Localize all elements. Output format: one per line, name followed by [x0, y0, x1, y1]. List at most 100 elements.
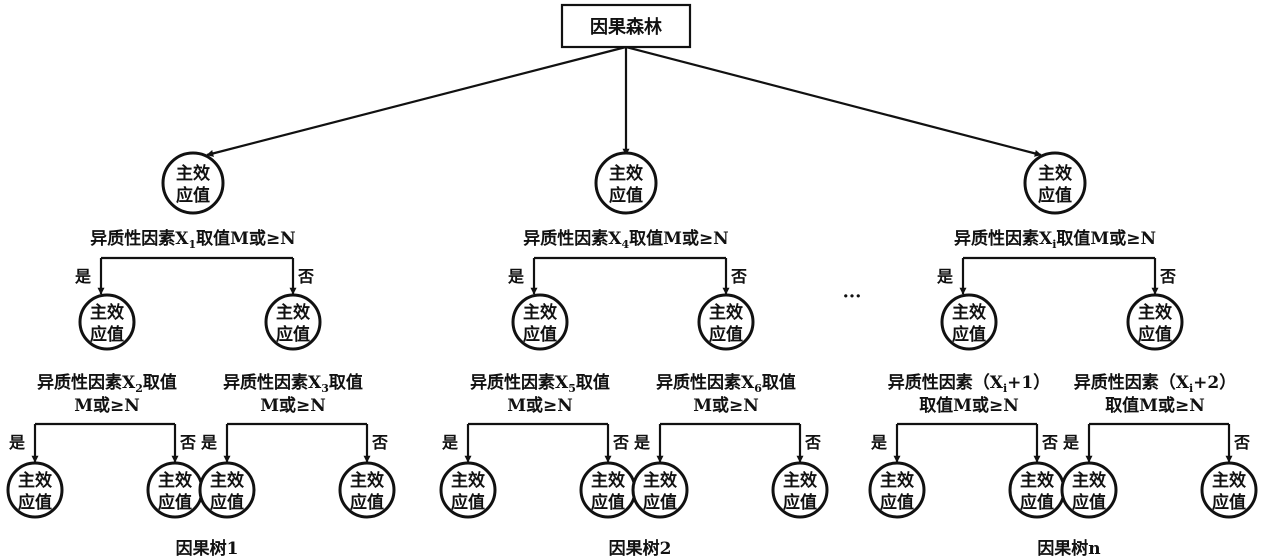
nodes-layer: 因果森林主效应值主效应值主效应值主效应值主效应值主效应值主效应值主效应值主效应值…: [6, 3, 1258, 519]
ellipsis: ···: [843, 286, 862, 307]
node-label-line1: 主效: [90, 302, 124, 323]
tree-3-l2-branch-1-no-label: 否: [1041, 433, 1058, 452]
tree-3-split-label: 异质性因素Xi取值M或≥N: [954, 228, 1156, 251]
tree-3-l2-branch-2-yes-label: 是: [1062, 433, 1079, 452]
tree-1-l2-branch-1-no-label: 否: [179, 433, 196, 452]
root-label: 因果森林: [590, 16, 662, 38]
node-label-line1: 主效: [1020, 470, 1054, 491]
tree-3-left_split-line1: 异质性因素（Xi+1）: [888, 372, 1050, 395]
node-circle: [594, 151, 658, 215]
node-label-line1: 主效: [952, 302, 986, 323]
node-label-line1: 主效: [1072, 470, 1106, 491]
node-label-line2: 应值: [18, 492, 52, 513]
tree-2-l2-branch-2-yes-label: 是: [633, 433, 650, 452]
node-label-line2: 应值: [952, 324, 986, 345]
node-label-line1: 主效: [523, 302, 557, 323]
tree-1-caption: 因果树1: [176, 539, 239, 558]
node-label-line2: 应值: [451, 492, 485, 513]
root-box: [560, 3, 692, 49]
tree-1-left_split-line1: 异质性因素X2取值: [37, 372, 177, 395]
node-circle: [1023, 151, 1087, 215]
node-label-line2: 应值: [643, 492, 677, 513]
tree-1-l2-branch-2-yes-label: 是: [200, 433, 217, 452]
node-circle: [161, 151, 225, 215]
tree-3-l2-branch-2-no-label: 否: [1233, 433, 1250, 452]
tree-2-right_split-line2: M或≥N: [693, 395, 759, 416]
node-circle: [338, 461, 396, 519]
node-label-line2: 应值: [1138, 324, 1172, 345]
node-label-line2: 应值: [1020, 492, 1054, 513]
node-label-line1: 主效: [609, 163, 643, 184]
tree-2-left_split-line1: 异质性因素X5取值: [470, 372, 610, 395]
node-label-line1: 主效: [709, 302, 743, 323]
node-circle: [697, 293, 755, 351]
tree-3-caption: 因果树n: [1037, 539, 1100, 558]
tree-2-left_split-line2: M或≥N: [507, 395, 573, 416]
node-circle: [868, 461, 926, 519]
node-label-line1: 主效: [783, 470, 817, 491]
node-label-line2: 应值: [176, 185, 210, 206]
tree-2-right_split-line1: 异质性因素X6取值: [656, 372, 796, 395]
node-circle: [1126, 293, 1184, 351]
tree-1-root-arrow: [206, 45, 627, 157]
node-circle: [511, 293, 569, 351]
node-label-line1: 主效: [1212, 470, 1246, 491]
tree-3-l2-branch-1-yes-label: 是: [870, 433, 887, 452]
edges-layer: [31, 45, 1233, 463]
node-label-line2: 应值: [158, 492, 192, 513]
node-label-line2: 应值: [783, 492, 817, 513]
tree-1-split-label: 异质性因素X1取值M或≥N: [90, 228, 295, 251]
tree-2-l2-branch-2-no-label: 否: [804, 433, 821, 452]
tree-1-l1-branch-no-label: 否: [297, 267, 314, 286]
node-circle: [198, 461, 256, 519]
tree-2-l2-branch-1-no-label: 否: [612, 433, 629, 452]
node-label-line2: 应值: [276, 324, 310, 345]
tree-3-right_split-line1: 异质性因素（Xi+2）: [1074, 372, 1236, 395]
tree-2-split-label: 异质性因素X4取值M或≥N: [523, 228, 728, 251]
node-label-line2: 应值: [709, 324, 743, 345]
node-label-line2: 应值: [609, 185, 643, 206]
tree-2-l1-branch-no-label: 否: [730, 267, 747, 286]
node-label-line2: 应值: [90, 324, 124, 345]
node-circle: [264, 293, 322, 351]
tree-1-l2-branch-1-yes-label: 是: [8, 433, 25, 452]
node-label-line1: 主效: [591, 470, 625, 491]
tree-3-left_split-line2: 取值M或≥N: [919, 395, 1019, 416]
node-label-line1: 主效: [1138, 302, 1172, 323]
node-label-line1: 主效: [276, 302, 310, 323]
tree-3-right_split-line2: 取值M或≥N: [1105, 395, 1205, 416]
node-label-line1: 主效: [1038, 163, 1072, 184]
tree-1-left_split-line2: M或≥N: [74, 395, 140, 416]
tree-2-l2-branch-1-yes-label: 是: [441, 433, 458, 452]
tree-3-l1-branch-yes-label: 是: [936, 267, 953, 286]
node-circle: [439, 461, 497, 519]
node-label-line1: 主效: [176, 163, 210, 184]
tree-1-l1-branch-yes-label: 是: [74, 267, 91, 286]
node-label-line1: 主效: [350, 470, 384, 491]
node-label-line2: 应值: [1212, 492, 1246, 513]
tree-2-caption: 因果树2: [609, 539, 672, 558]
node-label-line1: 主效: [210, 470, 244, 491]
tree-1-right_split-line2: M或≥N: [260, 395, 326, 416]
node-label-line2: 应值: [880, 492, 914, 513]
node-label-line1: 主效: [158, 470, 192, 491]
tree-2-l1-branch-yes-label: 是: [507, 267, 524, 286]
node-label-line2: 应值: [1072, 492, 1106, 513]
